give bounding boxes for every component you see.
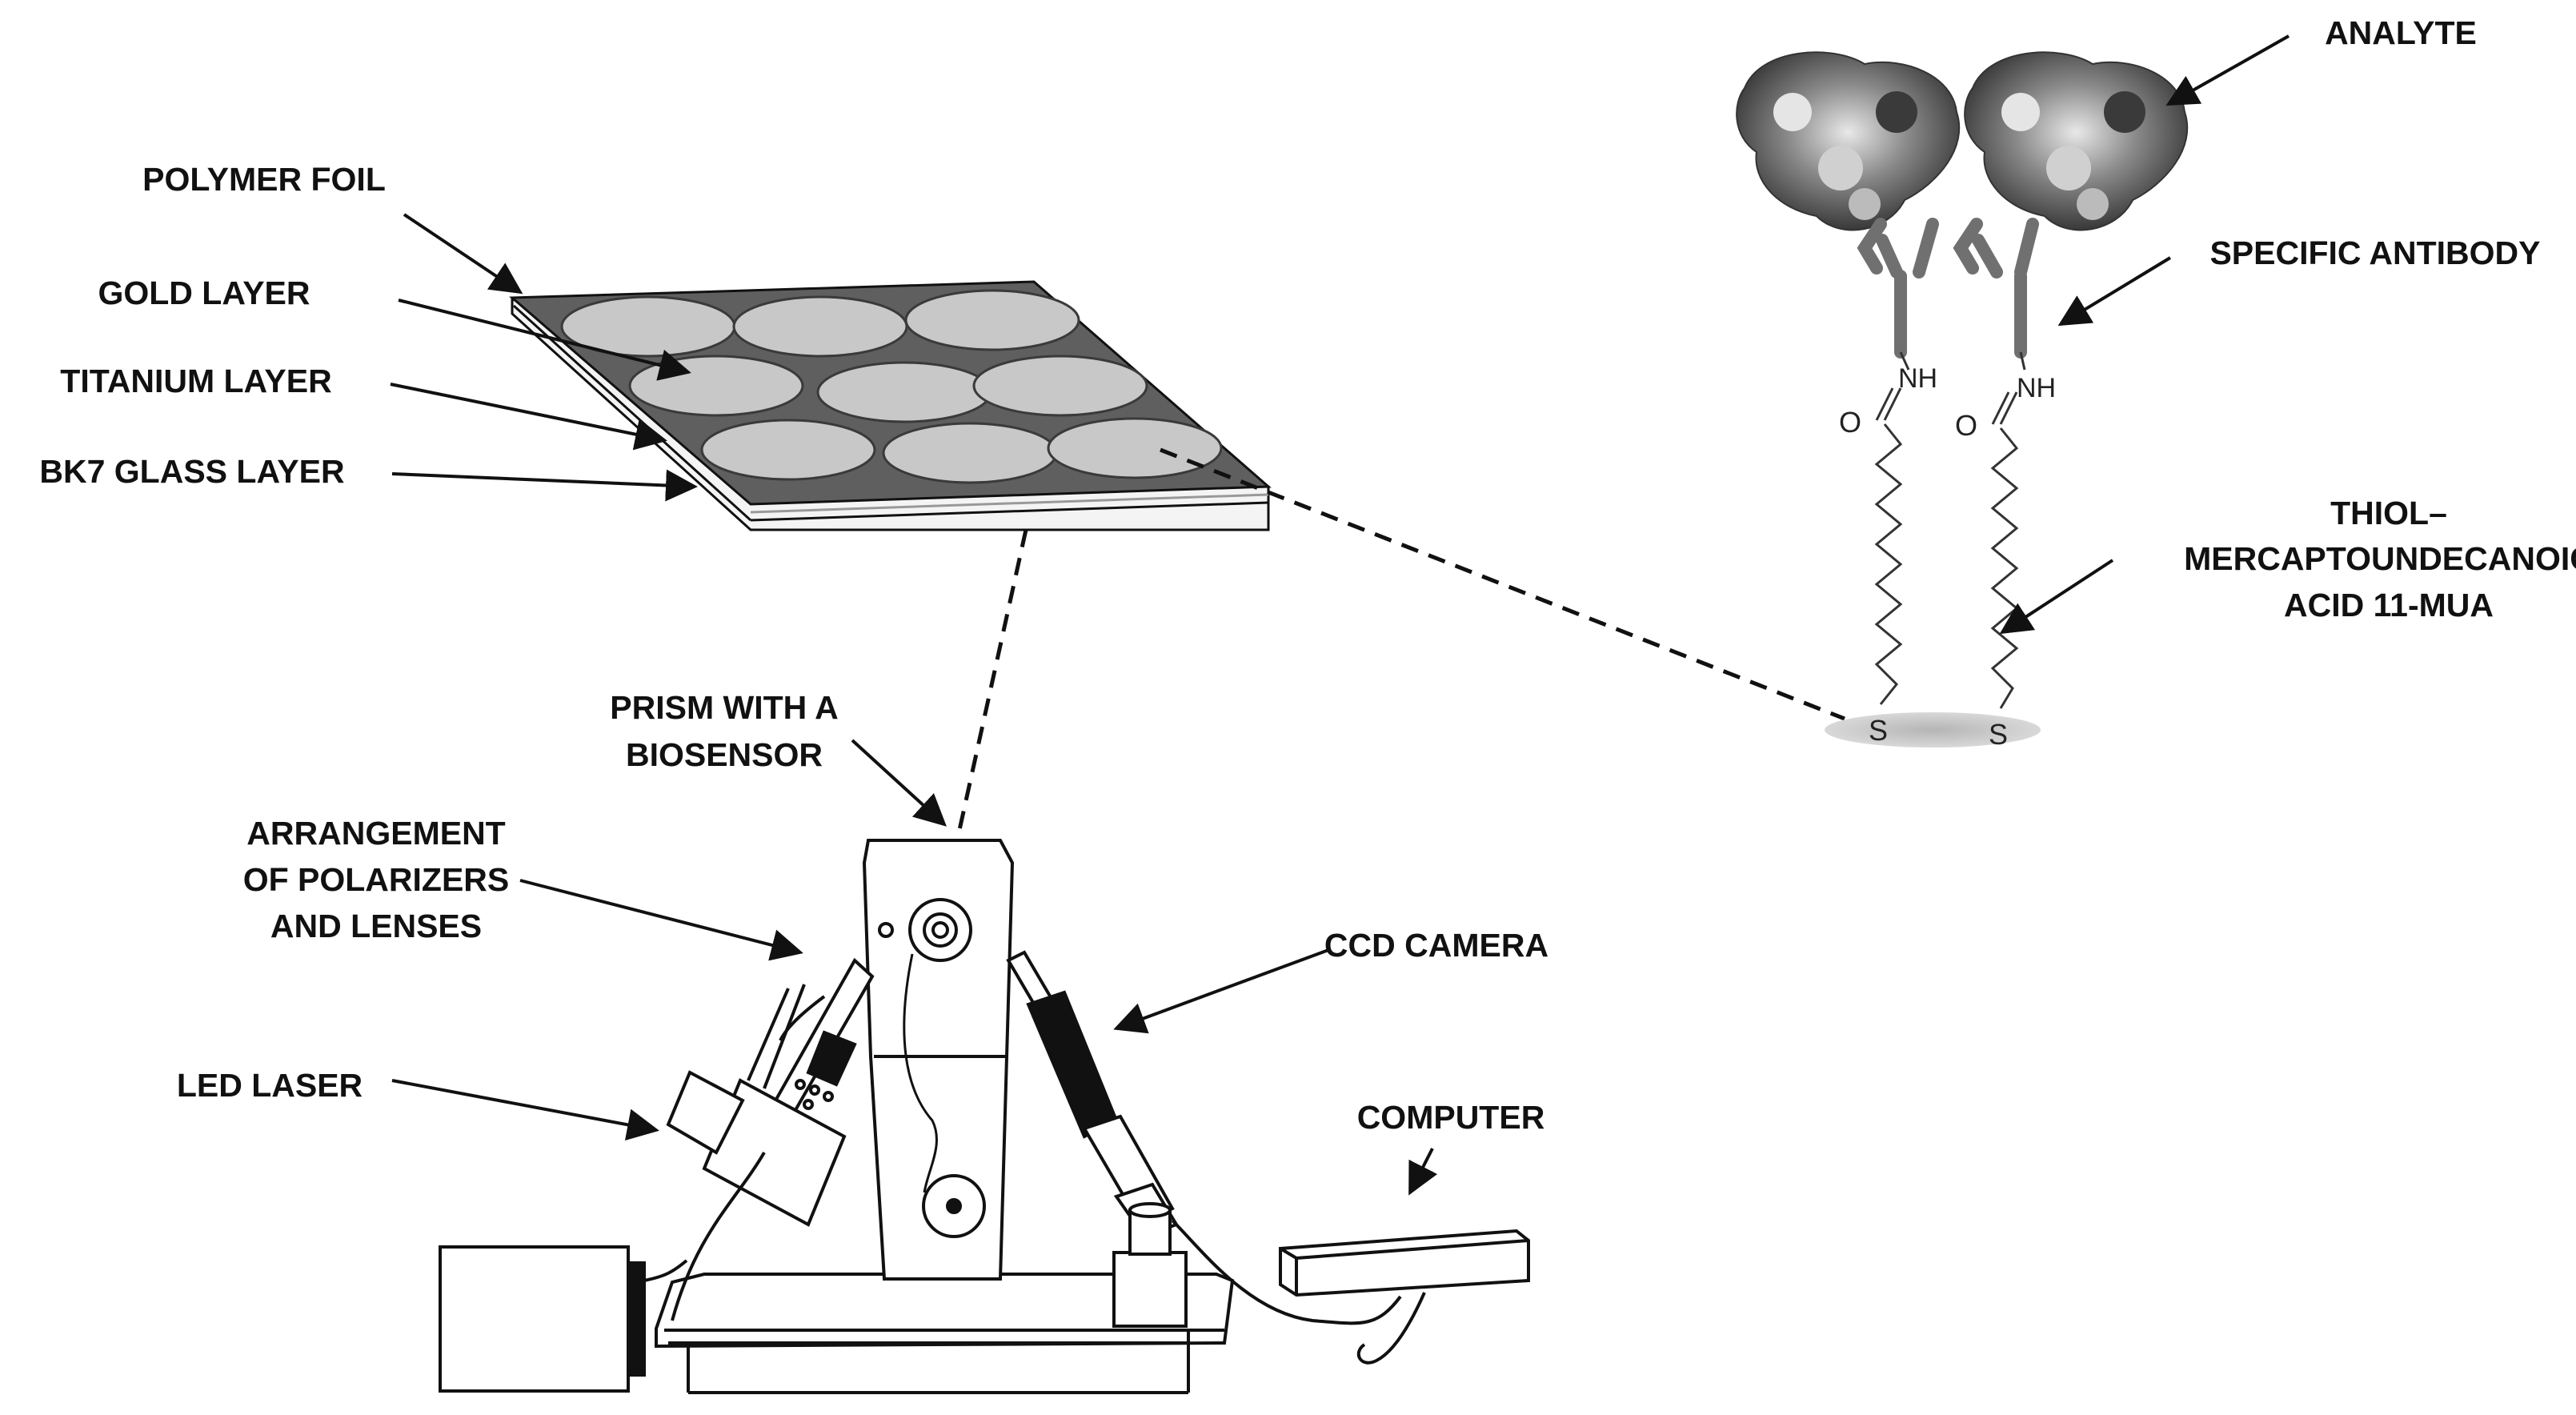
computer-label: COMPUTER xyxy=(1357,1099,1545,1136)
thiol-label-line2: MERCAPTOUNDECANOIC xyxy=(2184,540,2576,577)
antibody-arrow xyxy=(2057,256,2172,327)
s-label-left: S xyxy=(1869,714,1888,747)
polarizers-label-line3: AND LENSES xyxy=(270,908,482,944)
light-source-arm xyxy=(666,957,875,1321)
titanium-layer-arrow xyxy=(390,383,667,451)
dashed-connectors xyxy=(946,447,1845,881)
sensor-spot xyxy=(882,422,1058,484)
analyte-arrow xyxy=(2165,34,2290,106)
led-laser-arrow xyxy=(391,1079,659,1141)
led-laser-label: LED LASER xyxy=(177,1067,363,1104)
thiol-chains xyxy=(1874,423,2019,709)
thiol-label-line3: ACID 11-MUA xyxy=(2284,587,2494,623)
antibody-left xyxy=(1857,218,1939,359)
computer-arrow xyxy=(1408,1148,1438,1196)
labels: POLYMER FOIL GOLD LAYER TITANIUM LAYER B… xyxy=(39,14,2576,1136)
polymer-foil-label: POLYMER FOIL xyxy=(142,161,386,198)
gold-layer-arrow xyxy=(398,299,691,381)
ccd-camera-label: CCD CAMERA xyxy=(1324,927,1548,964)
computer-box xyxy=(1279,1229,1530,1365)
bk7-glass-label: BK7 GLASS LAYER xyxy=(39,453,344,490)
chip-to-prism-connector xyxy=(946,529,1028,881)
sensor-spots xyxy=(560,289,1223,484)
polymer-foil-arrow xyxy=(403,213,523,295)
thiol-label-line1: THIOL– xyxy=(2330,495,2447,531)
sensor-spot xyxy=(904,289,1080,351)
ccd-camera-arrow xyxy=(1113,948,1329,1034)
thiol-arrow xyxy=(1999,559,2114,635)
polarizers-label-line1: ARRANGEMENT xyxy=(246,815,505,852)
prism-label-line2: BIOSENSOR xyxy=(626,736,823,773)
polarizers-arrow xyxy=(519,879,803,961)
sensor-spot xyxy=(700,419,876,481)
polarizers-label-line2: OF POLARIZERS xyxy=(243,861,510,898)
prism-tower xyxy=(862,839,1015,1281)
analyte-protein-right xyxy=(1964,51,2189,231)
antibody-right xyxy=(1953,218,2039,359)
sensor-chip xyxy=(509,280,1272,531)
bk7-glass-arrow xyxy=(391,469,698,502)
gold-layer-label: GOLD LAYER xyxy=(98,275,310,311)
nh-label-left: NH xyxy=(1898,363,1937,394)
ccd-camera-arm xyxy=(1006,950,1402,1328)
s-label-right: S xyxy=(1989,718,2008,751)
sensor-spot xyxy=(1047,417,1223,479)
spr-instrument xyxy=(439,839,1530,1394)
power-box xyxy=(439,1245,688,1393)
analyte-protein-left xyxy=(1736,51,1961,231)
sensor-spot xyxy=(816,361,992,423)
nh-label-right: NH xyxy=(2017,373,2056,403)
molecular-schematic: NH NH O O S S xyxy=(1736,51,2189,751)
o-label-left: O xyxy=(1839,406,1861,439)
o-label-right: O xyxy=(1955,409,1977,442)
sensor-spot xyxy=(972,355,1148,417)
antibody-label: SPECIFIC ANTIBODY xyxy=(2209,234,2540,271)
gold-surface-patch xyxy=(1825,712,2041,748)
analyte-label: ANALYTE xyxy=(2325,14,2477,51)
chip-to-molecule-connector xyxy=(1160,447,1845,721)
sensor-spot xyxy=(732,295,908,358)
titanium-layer-label: TITANIUM LAYER xyxy=(60,363,331,399)
leader-arrows xyxy=(390,34,2290,1196)
prism-arrow xyxy=(851,739,947,827)
prism-label-line1: PRISM WITH A xyxy=(610,689,838,726)
